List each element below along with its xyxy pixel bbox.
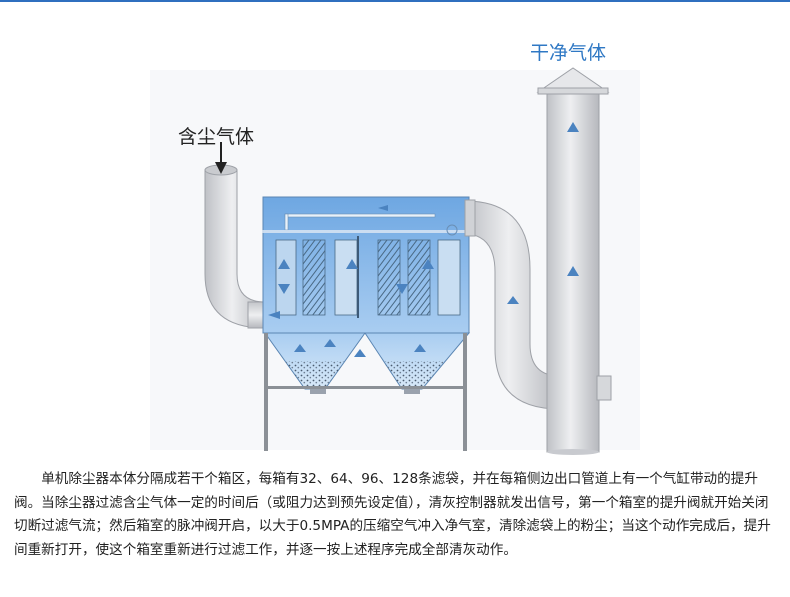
- description-paragraph: 单机除尘器本体分隔成若干个箱区，每箱有32、64、96、128条滤袋，并在每箱侧…: [14, 471, 771, 558]
- filter-bags: [275, 236, 461, 318]
- collector-housing: [262, 196, 470, 334]
- pipe-flow-arrows: [268, 122, 579, 319]
- inlet-arrow-icon: [215, 142, 227, 174]
- support-frame: [264, 333, 467, 451]
- hopper-arrows: [294, 339, 426, 357]
- top-divider: [0, 0, 790, 2]
- internal-airflow-arrows: [278, 205, 434, 294]
- clean-gas-label: 干净气体: [530, 42, 607, 64]
- dust-collector-diagram: 含尘气体 干净气体: [0, 4, 790, 456]
- dirty-gas-label: 含尘气体: [178, 126, 255, 148]
